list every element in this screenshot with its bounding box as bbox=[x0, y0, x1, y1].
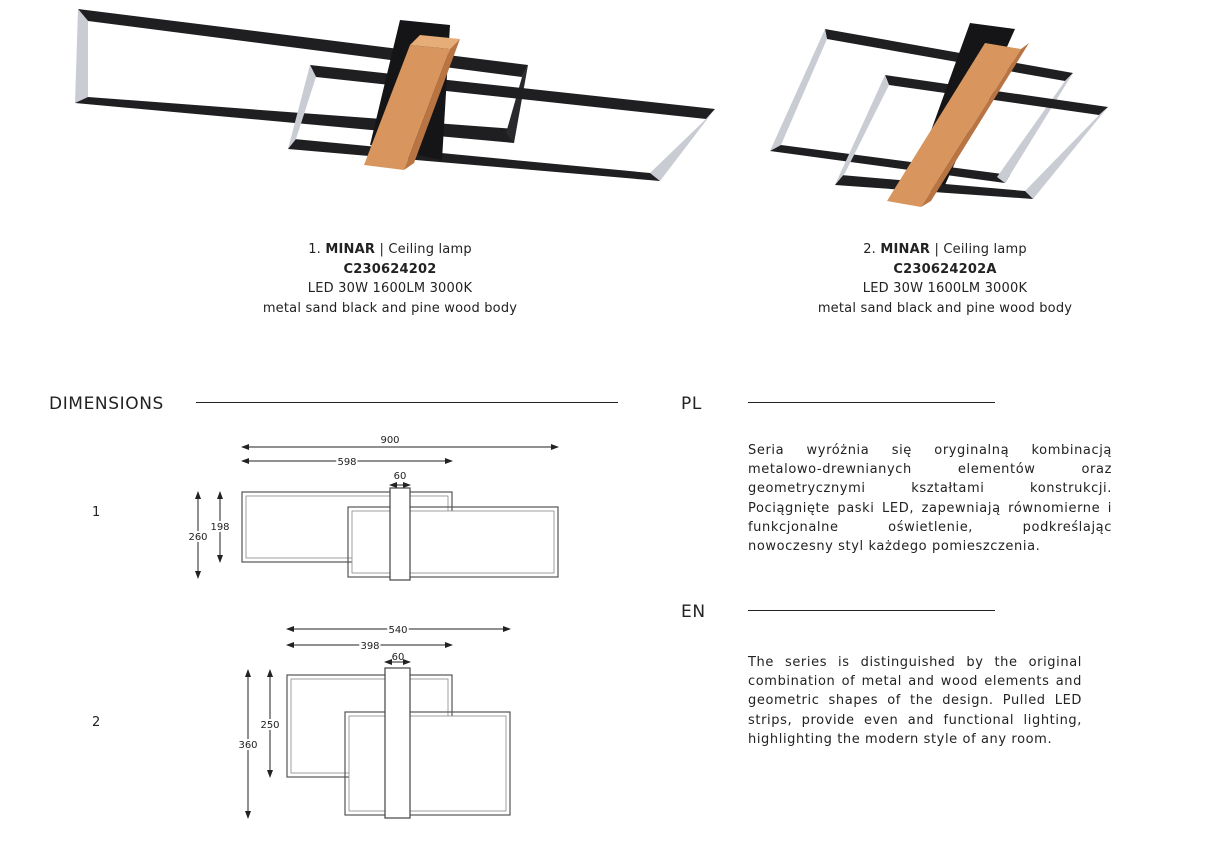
product-spec: LED 30W 1600LM 3000K bbox=[307, 281, 473, 296]
dim-beam-width: 60 bbox=[392, 652, 405, 663]
dim-overall-height: 260 bbox=[188, 532, 207, 543]
dim-overall-width: 900 bbox=[380, 435, 399, 446]
dimension-row-label-1: 1 bbox=[92, 505, 101, 520]
product-code: C230624202 bbox=[343, 261, 437, 277]
lamp-image-2 bbox=[770, 23, 1108, 207]
dim-frame-width: 398 bbox=[360, 641, 379, 652]
product-body: metal sand black and pine wood body bbox=[262, 300, 518, 316]
dim-beam-width: 60 bbox=[394, 471, 407, 482]
dimension-row-label-2: 2 bbox=[92, 715, 101, 730]
dimensions-rule bbox=[196, 402, 618, 403]
dim-overall-height: 360 bbox=[238, 740, 257, 751]
dimensions-title: DIMENSIONS bbox=[49, 394, 164, 414]
product-number: 2. bbox=[863, 242, 877, 257]
product-type: | Ceiling lamp bbox=[379, 242, 472, 257]
dimension-drawing-2: 540 398 60 360 250 bbox=[236, 623, 511, 819]
product-caption-1: 1. MINAR | Ceiling lamp C230624202 LED 3… bbox=[200, 240, 580, 318]
dim-frame-height: 198 bbox=[210, 522, 229, 533]
product-code: C230624202A bbox=[893, 261, 997, 277]
product-name: MINAR bbox=[880, 242, 931, 257]
dimension-drawing-1: 900 598 60 260 198 bbox=[186, 435, 559, 581]
pl-rule bbox=[748, 402, 995, 403]
product-spec: LED 30W 1600LM 3000K bbox=[862, 281, 1028, 296]
product-body: metal sand black and pine wood body bbox=[817, 300, 1073, 316]
dim-frame-height: 250 bbox=[260, 720, 279, 731]
product-name: MINAR bbox=[325, 242, 376, 257]
pl-title: PL bbox=[681, 394, 702, 414]
product-number: 1. bbox=[308, 242, 322, 257]
en-rule bbox=[748, 610, 995, 611]
dim-frame-width: 598 bbox=[337, 457, 356, 468]
en-title: EN bbox=[681, 602, 706, 622]
product-type: | Ceiling lamp bbox=[934, 242, 1027, 257]
lamp-image-1 bbox=[75, 9, 715, 181]
dim-overall-width: 540 bbox=[388, 625, 407, 636]
en-description: The series is distinguished by the origi… bbox=[748, 655, 1082, 747]
pl-description: Seria wyróżnia się oryginalną kombinacją… bbox=[748, 443, 1112, 555]
product-caption-2: 2. MINAR | Ceiling lamp C230624202A LED … bbox=[755, 240, 1135, 318]
